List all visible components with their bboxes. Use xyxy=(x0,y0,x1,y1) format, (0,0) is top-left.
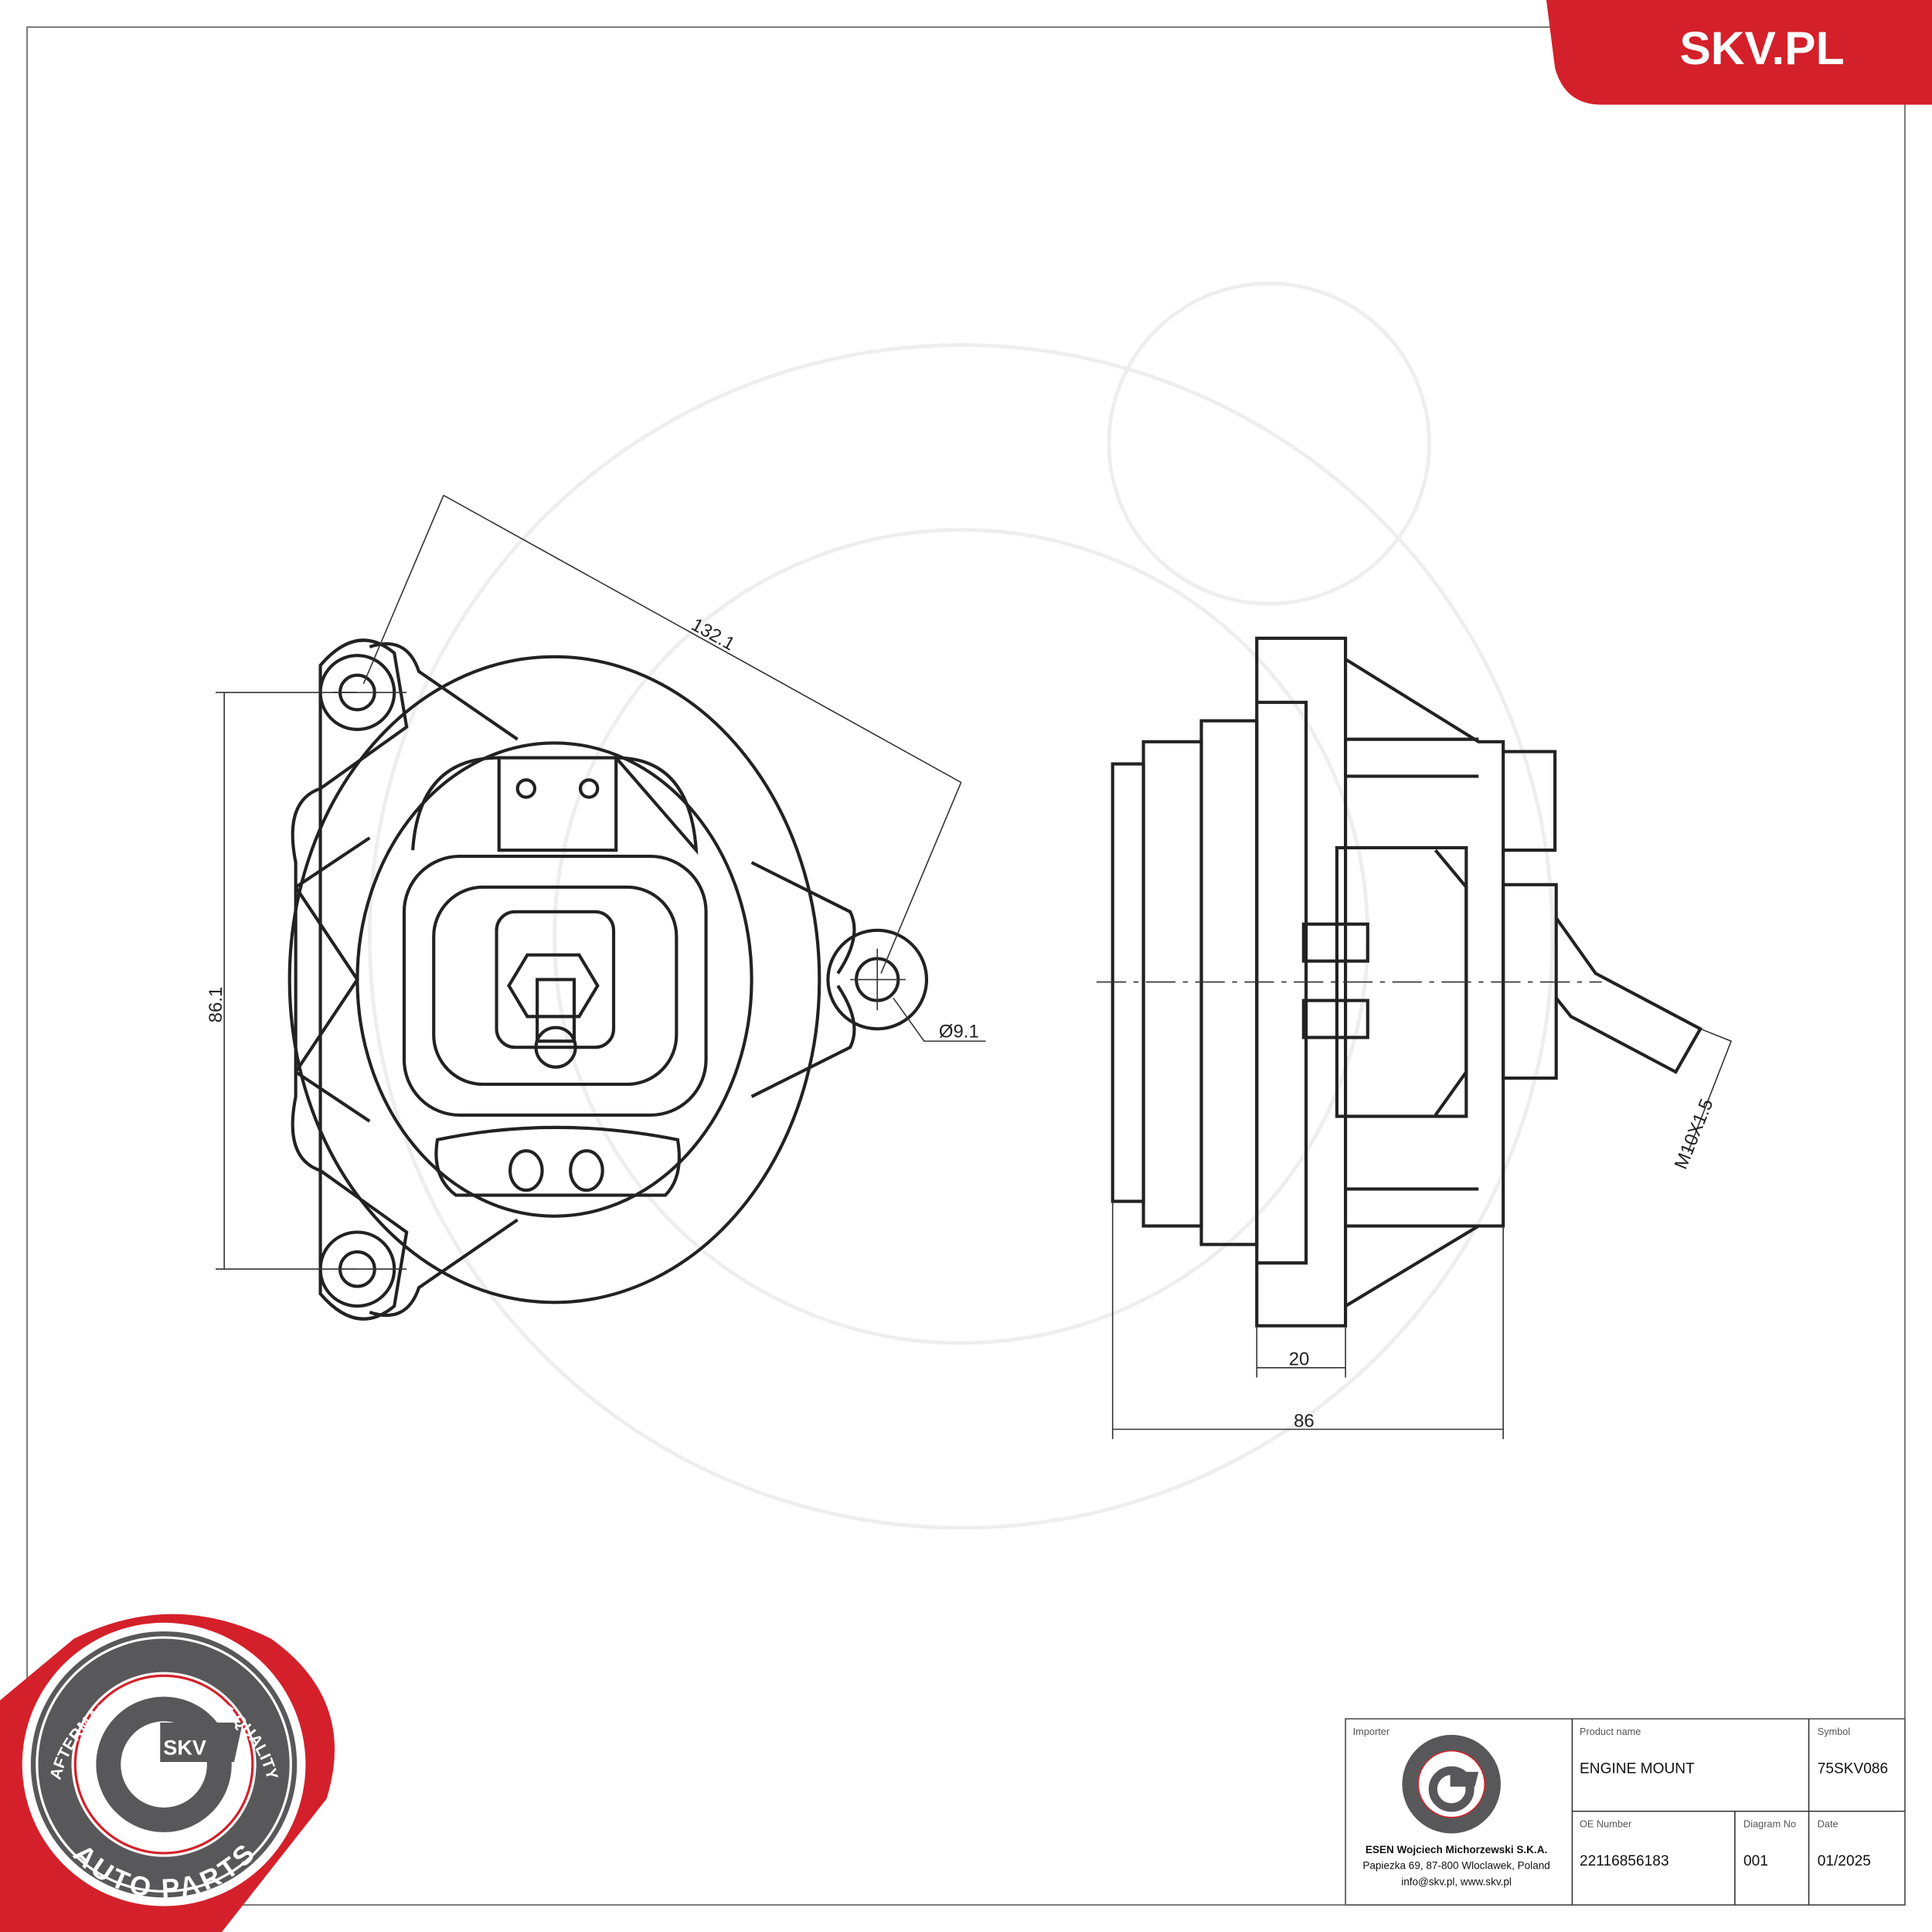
importer-label: Importer xyxy=(1353,1726,1390,1737)
oe-number: 22116856183 xyxy=(1580,1853,1669,1869)
svg-text:86.1: 86.1 xyxy=(206,987,226,1023)
svg-text:20: 20 xyxy=(1289,1349,1310,1370)
skv-badge: SKV AFTERMARKET PRICE - OE QUALITY AUTO … xyxy=(0,1614,335,1932)
product-name: ENGINE MOUNT xyxy=(1580,1760,1695,1777)
diagram-no: 001 xyxy=(1743,1853,1768,1869)
site-logo-tab: SKV.PL xyxy=(1546,0,1932,105)
importer-name: ESEN Wojciech Michorzewski S.K.A. xyxy=(1366,1844,1547,1855)
watermark-gear xyxy=(367,281,1555,1530)
product-name-label: Product name xyxy=(1580,1726,1641,1737)
front-view xyxy=(287,638,929,1321)
dimension-thread: M10X1.5 xyxy=(1671,1028,1733,1172)
title-block: Importer ESEN Wojciech Michorzewski S.K.… xyxy=(1345,1718,1906,1906)
svg-text:M10X1.5: M10X1.5 xyxy=(1671,1096,1718,1172)
site-logo-text: SKV.PL xyxy=(1679,22,1844,74)
svg-text:Ø9.1: Ø9.1 xyxy=(939,1021,979,1042)
importer-contact: info@skv.pl, www.skv.pl xyxy=(1401,1876,1512,1887)
dimension-hole: Ø9.1 xyxy=(893,997,986,1042)
dimension-overall: 86 xyxy=(1111,1201,1504,1440)
svg-text:86: 86 xyxy=(1294,1410,1315,1431)
symbol-value: 75SKV086 xyxy=(1818,1760,1888,1777)
importer-logo xyxy=(1402,1734,1501,1834)
dimension-height: 86.1 xyxy=(206,692,358,1270)
symbol-label: Symbol xyxy=(1818,1726,1851,1737)
svg-text:132.1: 132.1 xyxy=(688,614,738,655)
drawing-frame xyxy=(26,26,1906,1906)
date-value: 01/2025 xyxy=(1818,1853,1871,1869)
importer-address: Papiezka 69, 87-800 Wloclawek, Poland xyxy=(1362,1860,1549,1872)
side-view xyxy=(1097,636,1703,1328)
dimension-flange: 20 xyxy=(1256,1325,1346,1378)
badge-center-text: SKV xyxy=(163,1735,206,1759)
date-label: Date xyxy=(1818,1818,1838,1829)
diagram-no-label: Diagram No xyxy=(1743,1818,1796,1829)
oe-number-label: OE Number xyxy=(1580,1818,1632,1829)
